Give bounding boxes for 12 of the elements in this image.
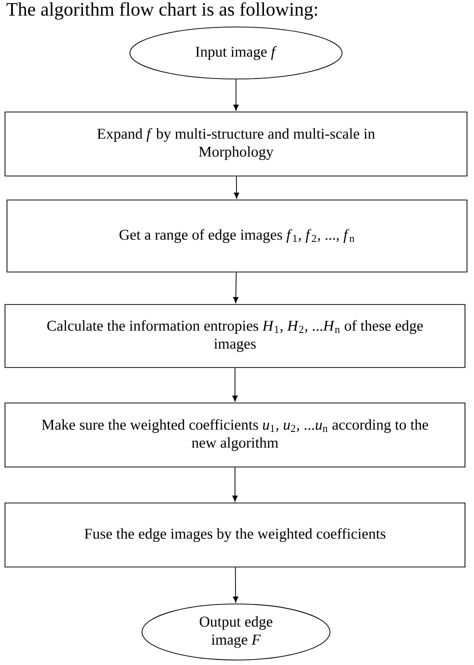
heading: The algorithm flow chart is as following: [6,2,318,20]
process-box: Fuse the edge images by the weighted coefficients [4,502,466,568]
process-box: Calculate the information entropies H$_{1}$, H$_{2}$, ...H$_{n}$ of these edge images [4,304,466,368]
arrow [233,272,238,304]
arrow [233,79,239,111]
arrow [234,176,240,199]
process-box: Get a range of edge images f$_{1}$, f$_{2}$, ..., f$_{n}$ [6,200,468,272]
process-box: Expand f by multi-structure and multi-scale in Morphology [4,112,468,176]
arrow [232,567,238,603]
arrow [232,368,238,402]
process-box: Make sure the weighted coefficients u$_{1}$, u$_{2}$, ...u$_{n}$ according to the new algorithm [4,402,466,468]
arrow [232,467,238,502]
